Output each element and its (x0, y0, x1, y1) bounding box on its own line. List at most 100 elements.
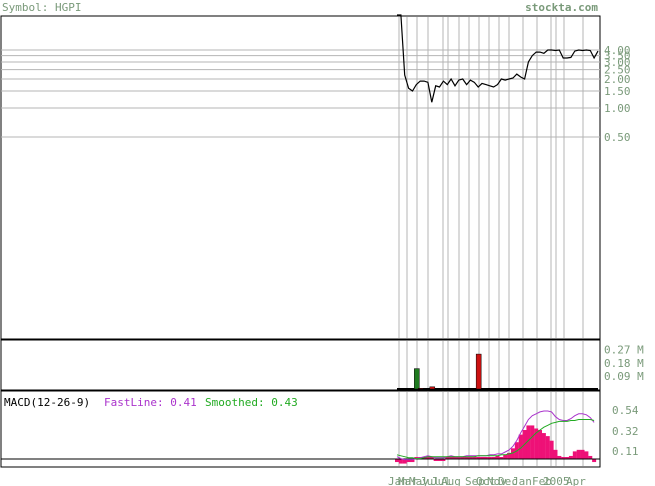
macd-histogram-bar (572, 451, 577, 459)
macd-histogram-bar (452, 457, 457, 459)
macd-tick-label: 0.54 (612, 404, 639, 417)
macd-histogram-bar (580, 449, 585, 459)
price-panel (0, 15, 601, 340)
macd-legend: MACD(12-26-9) FastLine: 0.41 Smoothed: 0… (4, 396, 298, 409)
x-tick-label: Dec (498, 475, 518, 486)
macd-histogram-bar (518, 434, 523, 459)
macd-histogram-bar (429, 457, 434, 459)
x-tick-label: Apr (566, 475, 586, 486)
x-tick-label: Mar (398, 475, 418, 486)
volume-bar (429, 386, 436, 390)
price-tick-label: 4.00 (604, 44, 631, 57)
grid-lines (1, 17, 600, 466)
x-tick-label: Jul (420, 475, 440, 486)
macd-histogram-bar (561, 457, 566, 459)
macd-histogram-bar (441, 459, 446, 461)
macd-histogram-bar (491, 457, 496, 459)
x-tick-label: Jul (431, 475, 451, 486)
volume-bar (475, 353, 482, 390)
macd-histogram-bar (445, 457, 450, 459)
price-tick-label: 2.50 (604, 64, 631, 77)
macd-histogram-bar (425, 457, 430, 459)
price-tick-label: 0.50 (604, 131, 631, 144)
x-tick-label: Jan (388, 475, 408, 486)
volume-bars (397, 353, 598, 390)
macd-histogram-bar (584, 451, 589, 459)
macd-histogram-bar (495, 455, 500, 459)
macd-histogram-bar (538, 430, 543, 459)
price-tick-label: 3.50 (604, 50, 631, 63)
x-tick-label: Oct (476, 475, 496, 486)
macd-histogram-bar (503, 454, 508, 459)
macd-histogram-bar (472, 457, 477, 459)
volume-y-ticks: 0.27 M0.18 M0.09 M (604, 344, 644, 383)
volume-bar (526, 388, 532, 390)
macd-histogram-bar (526, 425, 531, 459)
x-tick-label: 2005 (543, 475, 570, 486)
price-tick-label: 1.50 (604, 85, 631, 98)
macd-histogram-bar (433, 459, 438, 461)
volume-bar (414, 368, 420, 390)
volume-panel (0, 339, 601, 391)
macd-histogram-bar (541, 433, 546, 459)
macd-histogram-bar (568, 455, 573, 459)
x-tick-label: Aug (441, 475, 461, 486)
x-tick-label: Feb (532, 475, 552, 486)
macd-histogram-bar (476, 457, 481, 459)
macd-histogram-bar (588, 455, 593, 459)
macd-histogram-bar (468, 457, 473, 459)
macd-tick-label: 0.11 (612, 445, 639, 458)
macd-histogram-bar (534, 428, 539, 459)
macd-histogram-bar (483, 457, 488, 459)
macd-histogram-bar (410, 459, 415, 463)
macd-histogram-bar (507, 452, 512, 459)
price-tick-label: 3.00 (604, 56, 631, 69)
macd-histogram-bar (530, 425, 535, 459)
macd-histogram-bar (557, 455, 562, 459)
macd-tick-label: 0.32 (612, 425, 639, 438)
x-tick-label: May (409, 475, 429, 486)
macd-histogram-bar (449, 457, 454, 459)
macd-smooth-label: Smoothed: 0.43 (205, 396, 298, 409)
volume-bar (417, 388, 424, 390)
macd-histogram-bar (487, 457, 492, 459)
macd-y-ticks: 0.54 0.32 0.11 (612, 404, 639, 458)
x-tick-label: Jan (512, 475, 532, 486)
macd-histogram-bar (456, 457, 461, 459)
macd-histogram-bar (549, 440, 554, 459)
macd-smooth-line (396, 419, 595, 460)
volume-tick-label: 0.27 M (604, 344, 644, 357)
price-y-ticks: 4.003.503.002.502.001.50 1.00 0.50 (604, 44, 631, 144)
price-line (397, 14, 599, 103)
macd-histogram-bar (545, 436, 550, 459)
macd-histogram-bar (499, 457, 504, 459)
macd-fast-label: FastLine: 0.41 (104, 396, 197, 409)
macd-histogram-bar (414, 457, 419, 459)
price-tick-label: 2.00 (604, 73, 631, 86)
macd-histogram-bar (553, 449, 558, 459)
macd-panel (0, 390, 601, 468)
macd-histogram-bar (576, 449, 581, 459)
x-tick-label: Nov (487, 475, 507, 486)
macd-histogram-bar (565, 457, 570, 459)
macd-histogram-bar (464, 457, 469, 459)
macd-histogram-bar (460, 457, 465, 459)
price-tick-label: 1.00 (604, 102, 631, 115)
macd-histogram-bar (406, 459, 411, 463)
macd-histogram-bar (592, 459, 597, 463)
macd-histogram-bar (398, 459, 403, 464)
macd-histogram-bar (402, 459, 407, 464)
x-tick-label: Sep (465, 475, 485, 486)
macd-title: MACD(12-26-9) (4, 396, 90, 409)
macd-histogram-bar (437, 459, 442, 461)
symbol-label: Symbol: HGPI (2, 1, 81, 14)
volume-tick-label: 0.18 M (604, 357, 644, 370)
volume-tick-label: 0.09 M (604, 370, 644, 383)
macd-histogram-bar (395, 459, 399, 463)
macd-fast-line (396, 410, 595, 461)
site-name: stockta.com (525, 1, 598, 14)
macd-histogram-bar (480, 457, 485, 459)
macd-histogram-bar (510, 448, 515, 459)
